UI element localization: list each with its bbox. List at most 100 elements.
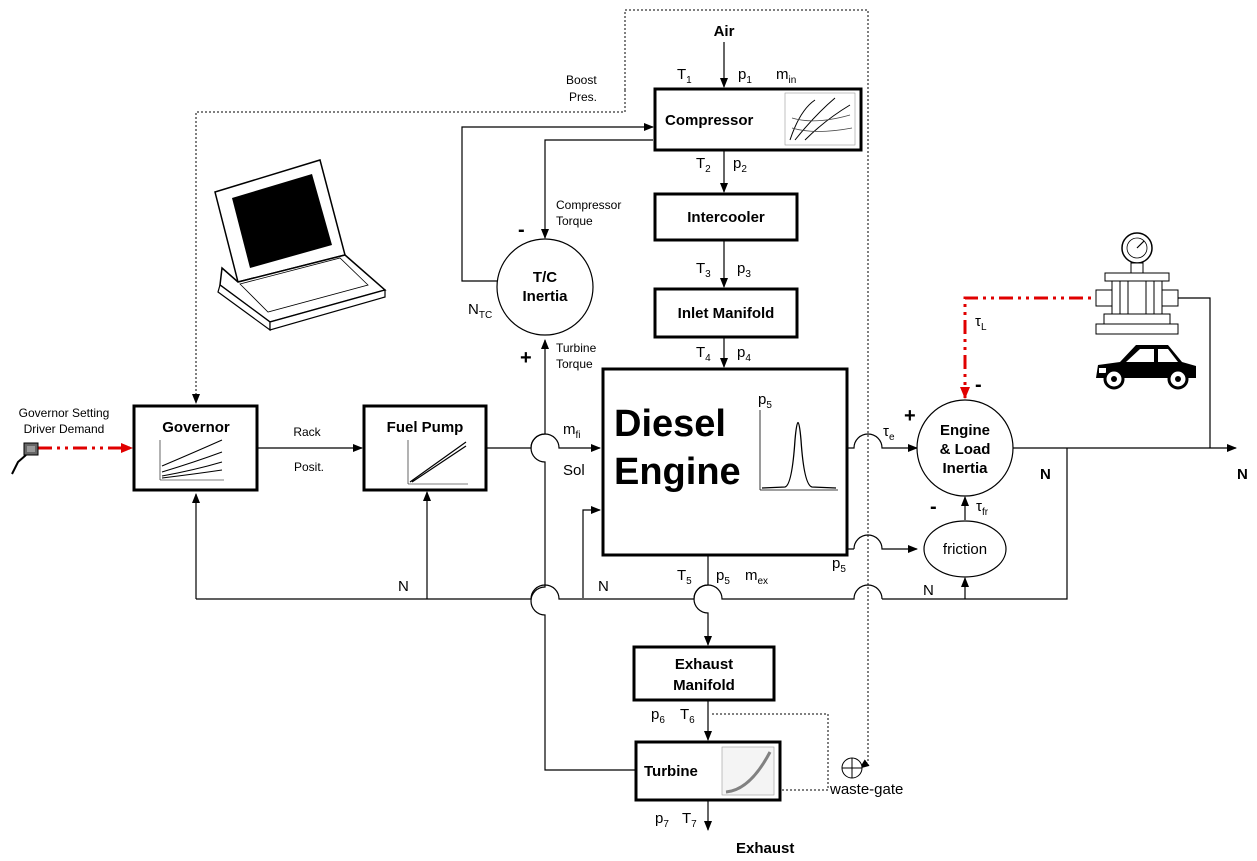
- var-p3: p3: [737, 260, 751, 280]
- var-p2: p2: [733, 155, 747, 175]
- rack-label: Rack: [293, 425, 321, 439]
- cylinder-pressure-plot-icon: [759, 410, 838, 491]
- svg-text:p7: p7: [655, 810, 669, 830]
- var-p7: p7: [655, 810, 669, 830]
- svg-text:mfi: mfi: [563, 421, 581, 441]
- turbine-label: Turbine: [644, 763, 698, 780]
- var-t6: T6: [680, 706, 695, 726]
- var-tau-l: τL: [975, 313, 987, 333]
- ntc-feedback-line: [461, 123, 654, 282]
- var-p5: p5: [716, 567, 730, 587]
- fuel-pump-block: Fuel Pump: [362, 404, 488, 492]
- compressor-torque-label-line2: Torque: [556, 214, 593, 228]
- governor-setting-label-line1: Governor Setting: [19, 406, 110, 420]
- inlet-manifold-label: Inlet Manifold: [678, 305, 775, 322]
- var-t1: T1: [677, 66, 692, 86]
- diesel-engine-label-line2: Engine: [614, 451, 741, 493]
- governor-curves-icon: [159, 439, 224, 481]
- var-p5-friction: p5: [832, 555, 846, 575]
- svg-text:T2: T2: [696, 155, 711, 175]
- pedal-icon: [11, 442, 39, 475]
- exhaust-manifold-block: Exhaust Manifold: [632, 645, 776, 702]
- svg-text:τL: τL: [975, 313, 987, 333]
- var-p4: p4: [737, 344, 751, 364]
- svg-text:p2: p2: [733, 155, 747, 175]
- svg-text:τfr: τfr: [976, 498, 989, 518]
- tc-plus-sign: +: [520, 347, 532, 369]
- fuel-pump-label: Fuel Pump: [387, 419, 464, 436]
- var-p1: p1: [738, 66, 752, 86]
- friction-node: friction: [923, 520, 1007, 578]
- var-min: min: [776, 66, 796, 86]
- svg-text:TNTC: TNTC: [468, 301, 492, 321]
- svg-text:p1: p1: [738, 66, 752, 86]
- friction-label: friction: [943, 541, 987, 558]
- svg-text:T6: T6: [680, 706, 695, 726]
- engine-load-inertia-node: Engine & Load Inertia: [916, 399, 1014, 497]
- svg-text:p4: p4: [737, 344, 751, 364]
- speed-feedback-bus: [192, 448, 1068, 600]
- boost-pressure-line: [192, 90, 626, 404]
- waste-gate-label: waste-gate: [829, 781, 903, 798]
- svg-text:p5: p5: [716, 567, 730, 587]
- var-ntc: TNTC: [468, 301, 492, 321]
- var-mfi: mfi: [563, 421, 581, 441]
- inertia-minus-sign-bottom: -: [930, 496, 937, 518]
- governor-label: Governor: [162, 419, 230, 436]
- speed-to-dyno-line: [1167, 294, 1211, 448]
- var-tau-e: τe: [883, 423, 895, 443]
- tc-inertia-label-line2: Inertia: [522, 288, 568, 305]
- air-label: Air: [714, 23, 735, 40]
- var-t3: T3: [696, 260, 711, 280]
- intercooler-block: Intercooler: [653, 192, 799, 242]
- diesel-engine-label-line1: Diesel: [614, 403, 726, 445]
- governor-setting-label-line2: Driver Demand: [24, 422, 105, 436]
- turbine-torque-label-line2: Torque: [556, 357, 593, 371]
- svg-text:T7: T7: [682, 810, 697, 830]
- boost-pres-label-line1: Boost: [566, 73, 597, 87]
- turbine-block: Turbine: [634, 740, 782, 802]
- governor-block: Governor: [132, 404, 259, 492]
- n-label-governor: N: [398, 578, 409, 595]
- tc-inertia-label-line1: T/C: [533, 269, 557, 286]
- wastegate-junction: [841, 757, 863, 779]
- engine-load-inertia-line1: Engine: [940, 422, 990, 439]
- diesel-engine-block: Diesel Engine: [601, 367, 849, 557]
- var-t4: T4: [696, 344, 711, 364]
- compressor-label: Compressor: [665, 112, 754, 129]
- var-t7: T7: [682, 810, 697, 830]
- svg-text:T1: T1: [677, 66, 692, 86]
- var-mex: mex: [745, 567, 768, 587]
- compressor-map-icon: [784, 92, 856, 146]
- svg-text:p5: p5: [832, 555, 846, 575]
- fuel-injection-line: [486, 433, 601, 452]
- inertia-minus-sign-top: -: [975, 374, 982, 396]
- var-t5: T5: [677, 567, 692, 587]
- svg-text:mex: mex: [745, 567, 768, 587]
- wastegate-control-line: [624, 9, 870, 769]
- var-p5-plot: p5: [758, 391, 772, 411]
- svg-text:T3: T3: [696, 260, 711, 280]
- compressor-torque-label-line1: Compressor: [556, 198, 621, 212]
- compressor-torque-line: [541, 139, 653, 239]
- svg-text:p3: p3: [737, 260, 751, 280]
- inlet-manifold-block: Inlet Manifold: [653, 287, 799, 339]
- turbine-torque-label-line1: Turbine: [556, 341, 597, 355]
- engine-torque-line: [847, 433, 918, 452]
- exhaust-manifold-label-line2: Manifold: [673, 677, 735, 694]
- load-torque-signal: [960, 296, 1118, 399]
- n-label-output: N: [1237, 466, 1248, 483]
- svg-text:min: min: [776, 66, 796, 86]
- svg-text:T5: T5: [677, 567, 692, 587]
- engine-load-inertia-line3: Inertia: [942, 460, 988, 477]
- svg-text:τe: τe: [883, 423, 895, 443]
- p5-to-friction-hop: [853, 534, 918, 553]
- exhaust-manifold-label-line1: Exhaust: [675, 656, 733, 673]
- intercooler-label: Intercooler: [687, 209, 765, 226]
- exhaust-label: Exhaust: [736, 840, 794, 857]
- laptop-icon: [214, 159, 387, 332]
- var-tau-fr: τfr: [976, 498, 989, 518]
- svg-text:T4: T4: [696, 344, 711, 364]
- n-label-engine: N: [598, 578, 609, 595]
